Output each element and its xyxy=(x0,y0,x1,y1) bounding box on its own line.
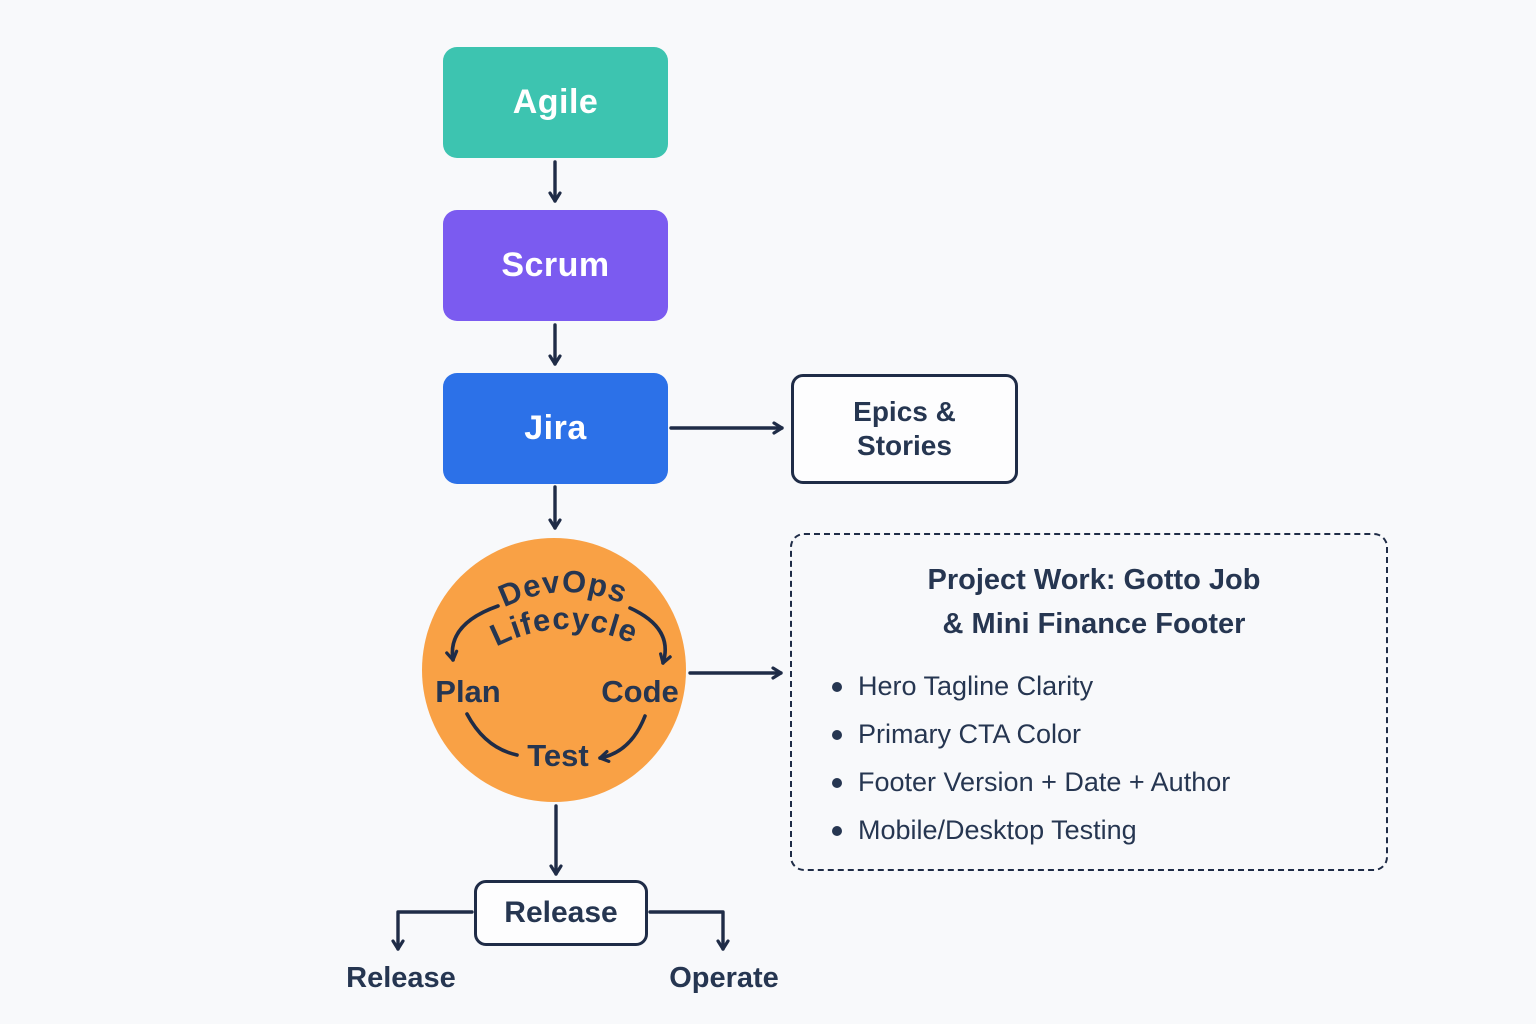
bullet-item: Primary CTA Color xyxy=(832,710,1356,758)
bullet-text: Mobile/Desktop Testing xyxy=(858,815,1137,846)
bullet-item: Mobile/Desktop Testing xyxy=(832,806,1356,854)
bullet-text: Primary CTA Color xyxy=(858,719,1082,750)
bullet-dot-icon xyxy=(832,826,842,837)
jira-label: Jira xyxy=(524,409,587,447)
project-bullet-list: Hero Tagline Clarity Primary CTA Color F… xyxy=(832,662,1356,854)
epics-label-line2: Stories xyxy=(857,430,952,461)
arrow-release-to-release-output xyxy=(391,910,474,951)
project-work-panel: Project Work: Gotto Job & Mini Finance F… xyxy=(790,533,1388,871)
bullet-text: Hero Tagline Clarity xyxy=(858,671,1094,701)
agile-node: Agile xyxy=(443,47,668,158)
bullet-text: Footer Version + Date + Author xyxy=(858,767,1231,798)
jira-node: Jira xyxy=(443,373,668,484)
devops-lifecycle-circle xyxy=(422,538,686,802)
operate-output-label: Operate xyxy=(669,962,779,994)
agile-label: Agile xyxy=(512,83,599,121)
bullet-item: Footer Version + Date + Author xyxy=(832,758,1356,806)
scrum-node: Scrum xyxy=(443,210,668,321)
bullet-dot-icon xyxy=(832,778,842,789)
release-output-label: Release xyxy=(346,962,456,994)
arrow-release-to-operate-output xyxy=(648,910,730,951)
panel-title-line2: & Mini Finance Footer xyxy=(942,607,1246,640)
bullet-dot-icon xyxy=(832,682,842,693)
epics-label-line1: Epics & xyxy=(853,395,956,427)
release-box-label: Release xyxy=(504,896,618,929)
project-panel-title: Project Work: Gotto Job & Mini Finance F… xyxy=(832,559,1356,646)
epics-stories-node: Epics & Stories xyxy=(791,374,1018,484)
bullet-item: Hero Tagline Clarity xyxy=(832,662,1356,710)
panel-title-line1: Project Work: Gotto Job xyxy=(927,564,1261,596)
release-node: Release xyxy=(474,880,648,946)
bullet-dot-icon xyxy=(832,730,842,741)
scrum-label: Scrum xyxy=(501,246,610,284)
